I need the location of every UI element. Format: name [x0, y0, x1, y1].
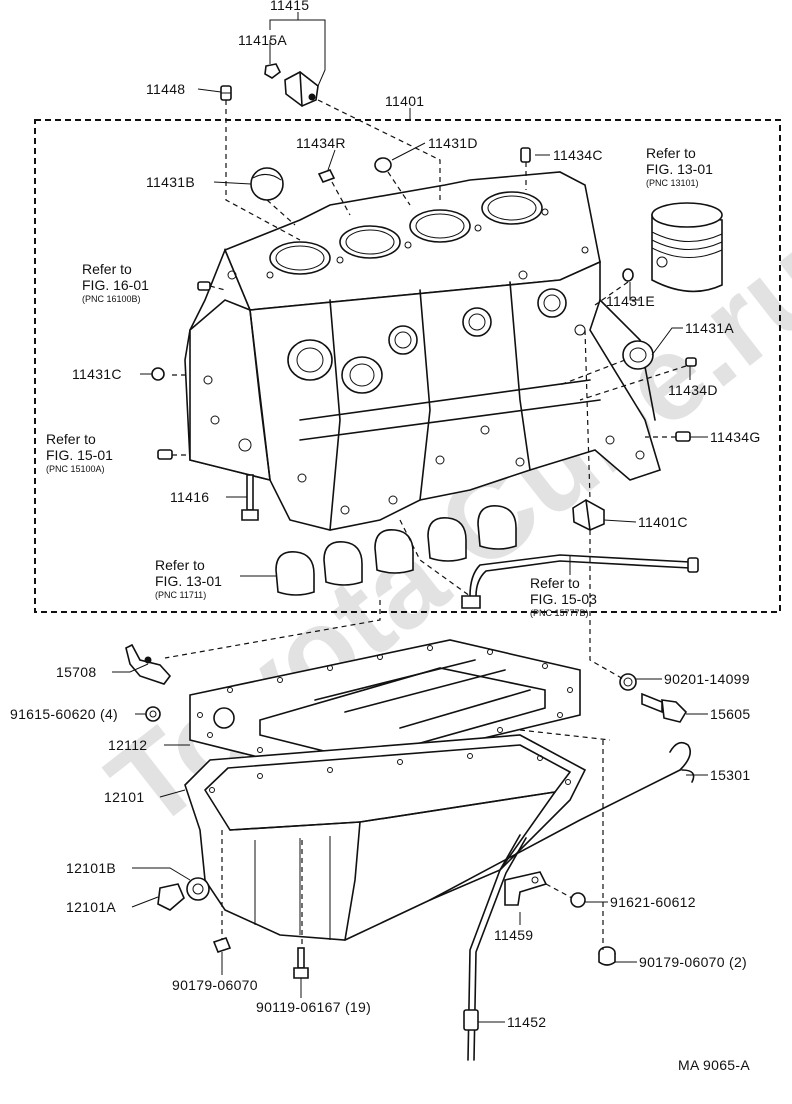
ref-line1: Refer to: [82, 261, 132, 277]
label-11434R: 11434R: [296, 135, 346, 151]
ref-line2: FIG. 15-03: [530, 591, 597, 607]
ref-fig-13-01-bearings: Refer to FIG. 13-01 (PNC 11711): [155, 557, 222, 600]
label-90119: 90119-06167 (19): [256, 999, 371, 1015]
pin-11434D: [685, 357, 697, 367]
nut-91615: [145, 706, 161, 722]
ref-fig-15-01: Refer to FIG. 15-01 (PNC 15100A): [46, 431, 113, 474]
dipstick-15301: [429, 741, 695, 901]
bolt-11416: [241, 474, 259, 521]
ref-line2: FIG. 15-01: [46, 447, 113, 463]
pin-11434C: [520, 147, 531, 163]
ref-pnc: (PNC 11711): [155, 590, 206, 600]
label-90201: 90201-14099: [664, 671, 750, 687]
pin-ref-15-01: [157, 449, 173, 460]
ref-pnc: (PNC 16100B): [82, 294, 141, 304]
seal-11431A: [622, 340, 654, 370]
bolt-11415A: [264, 63, 282, 79]
gasket-12101B: [186, 877, 210, 901]
ref-line1: Refer to: [46, 431, 96, 447]
assembly-boundary-11401: [34, 119, 781, 613]
label-11459: 11459: [494, 927, 533, 943]
label-11415A: 11415A: [238, 32, 287, 48]
ref-pnc: (PNC 15777B): [530, 608, 589, 618]
label-90179-left: 90179-06070: [172, 977, 258, 993]
ref-fig-13-01-piston: Refer to FIG. 13-01 (PNC 13101): [646, 145, 713, 188]
label-12101A: 12101A: [66, 899, 116, 915]
part-labels: 11415 11415A 11448 11401 11434R 11431D 1…: [10, 0, 761, 1030]
plug-11431D: [374, 157, 392, 173]
label-15708: 15708: [56, 664, 96, 680]
label-11416: 11416: [170, 489, 209, 505]
washer-90201: [619, 673, 637, 691]
label-11434C: 11434C: [553, 147, 603, 163]
label-91621: 91621-60612: [610, 894, 696, 910]
label-12101B: 12101B: [66, 860, 116, 876]
label-11434G: 11434G: [710, 429, 761, 445]
plug-11448: [220, 85, 232, 101]
ref-pnc: (PNC 13101): [646, 178, 699, 188]
bracket-11459: [504, 871, 548, 906]
ref-line1: Refer to: [155, 557, 205, 573]
label-15605: 15605: [710, 706, 750, 722]
ref-fig-16-01: Refer to FIG. 16-01 (PNC 16100B): [82, 261, 149, 304]
expansion-plug-11431B: [250, 167, 284, 201]
dipstick-guide-11452: [463, 834, 527, 1061]
label-12112: 12112: [108, 737, 147, 753]
plug-11431C: [151, 367, 165, 381]
knock-sensor-11415: [284, 71, 319, 107]
label-11401C: 11401C: [638, 514, 688, 530]
oil-jet-11401C: [572, 499, 605, 531]
pin-ref-16-01: [197, 281, 211, 291]
label-90179-right: 90179-06070 (2): [639, 954, 747, 970]
leader-lines: [112, 12, 708, 1023]
pin-11434G: [675, 431, 691, 442]
ref-pnc: (PNC 15100A): [46, 464, 105, 474]
nut-91621: [570, 892, 586, 908]
nut-90179-left: [212, 937, 232, 953]
oil-pan-gasket-12112: [189, 639, 581, 776]
oil-strainer-tube: [461, 554, 699, 609]
ref-line1: Refer to: [646, 145, 696, 161]
label-15301: 15301: [710, 767, 750, 783]
label-11431E: 11431E: [606, 293, 655, 309]
bolt-90119: [293, 947, 309, 979]
label-11448: 11448: [146, 81, 185, 97]
label-11434D: 11434D: [668, 382, 718, 398]
drain-plug-15605: [641, 692, 688, 723]
label-91615: 91615-60620 (4): [10, 706, 118, 722]
ref-line1: Refer to: [530, 575, 580, 591]
label-11431C: 11431C: [72, 366, 122, 382]
label-11431B: 11431B: [146, 174, 195, 190]
figure-id: MA 9065-A: [678, 1057, 750, 1073]
label-11401: 11401: [385, 93, 424, 109]
label-12101: 12101: [104, 789, 144, 805]
ref-line2: FIG. 13-01: [155, 573, 222, 589]
label-11452: 11452: [507, 1014, 546, 1030]
oil-pan-12101: [184, 734, 587, 941]
ref-line2: FIG. 13-01: [646, 161, 713, 177]
cylinder-block: [184, 171, 661, 531]
nut-90179-right: [598, 946, 616, 966]
label-11415: 11415: [270, 0, 309, 13]
ref-fig-15-03: Refer to FIG. 15-03 (PNC 15777B): [530, 575, 597, 618]
main-bearings: [275, 505, 517, 596]
plug-11431E: [622, 268, 634, 282]
ref-line2: FIG. 16-01: [82, 277, 149, 293]
dashed-centerlines: [164, 99, 687, 950]
pin-11434R: [317, 169, 336, 183]
plug-12101A: [157, 883, 185, 911]
label-11431D: 11431D: [428, 135, 478, 151]
label-11431A: 11431A: [685, 320, 734, 336]
piston-reference: [651, 202, 723, 293]
